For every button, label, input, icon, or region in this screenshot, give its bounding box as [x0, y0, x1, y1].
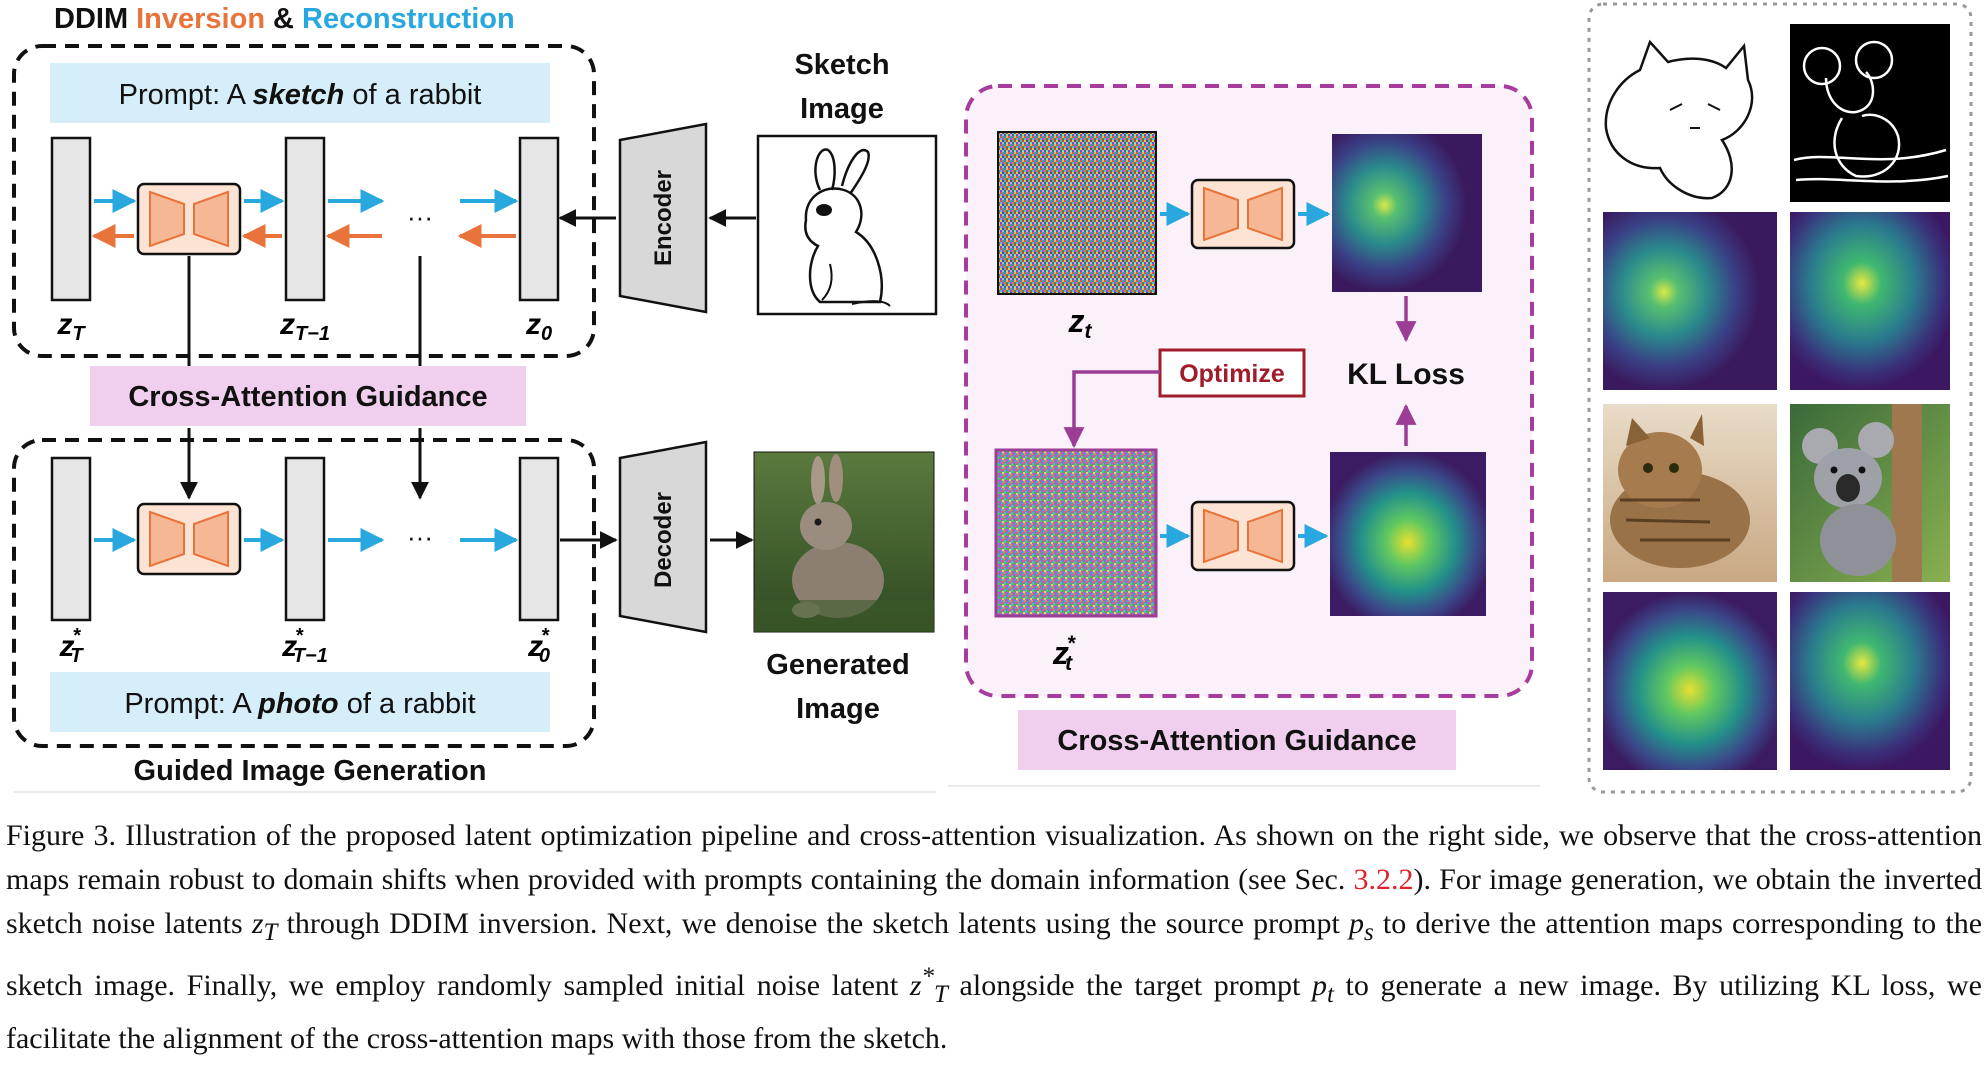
- label-z0-star: z*0: [527, 625, 550, 667]
- bottom-prompt-box: [50, 672, 550, 732]
- cat-photo-attention-map: [1603, 592, 1777, 770]
- figure-label: Figure 3.: [6, 819, 116, 852]
- unet-icon-top: [136, 182, 242, 256]
- label-zT: zT: [56, 308, 86, 345]
- koala-sketch-attention-map: [1790, 212, 1950, 390]
- top-prompt-box: [50, 63, 550, 123]
- cat-photo: [1603, 404, 1777, 582]
- cat-sketch: [1603, 24, 1777, 202]
- noise-latent-zt-star: [994, 448, 1158, 618]
- math-pt: pt: [1311, 969, 1334, 1008]
- ellipsis-bottom: ···: [407, 522, 433, 552]
- guided-image-generation-label: Guided Image Generation: [134, 755, 487, 787]
- inversion-group-frame: [12, 44, 596, 358]
- caption-text-5: alongside the target prompt: [947, 969, 1312, 1002]
- koala-sketch: [1790, 24, 1950, 202]
- label-zT-star: z*T: [58, 625, 84, 667]
- top-prompt-text: Prompt: A sketch of a rabbit: [119, 79, 482, 111]
- noise-latent-zt: [997, 131, 1157, 295]
- caption-text-6: to generate a new image. By utilizing KL…: [6, 969, 1982, 1055]
- label-zT-1: zT−1: [279, 308, 330, 345]
- caption-text-2: ). For image generation, we obtain the i…: [6, 863, 1982, 940]
- optimize-label: Optimize: [1179, 360, 1285, 388]
- caption-text-4: to derive the attention maps correspondi…: [6, 907, 1983, 1002]
- cross-attention-guidance-label: Cross-Attention Guidance: [128, 381, 487, 413]
- label-zt-star: z*t: [1052, 632, 1076, 675]
- unet-icon-panel-bottom: [1190, 500, 1296, 572]
- visualization-frame: [1587, 2, 1973, 794]
- latent-bar-z0-star: [518, 456, 560, 622]
- math-ps: ps: [1349, 907, 1374, 946]
- sketch-image-label-1: Sketch: [794, 49, 889, 81]
- latent-bar-zT: [50, 136, 92, 302]
- sketch-image-label-2: Image: [800, 93, 884, 125]
- unet-icon-panel-top: [1190, 178, 1296, 250]
- caption-text-1: Illustration of the proposed latent opti…: [6, 819, 1982, 896]
- label-zT-1-star: z*T−1: [281, 625, 328, 667]
- encoder-block: Encoder: [618, 122, 708, 314]
- svg-text:Decoder: Decoder: [650, 492, 677, 588]
- latent-bar-zT-1-star: [284, 456, 326, 622]
- label-z0: z0: [525, 308, 552, 345]
- math-zT: zT: [251, 907, 278, 946]
- section-reference-link[interactable]: 3.2.2: [1353, 863, 1414, 896]
- optimize-button: [1158, 348, 1306, 398]
- unet-icon-bottom: [136, 502, 242, 576]
- kl-loss-label: KL Loss: [1347, 358, 1465, 391]
- decoder-block: Decoder: [618, 440, 708, 634]
- latent-bar-zT-1: [284, 136, 326, 302]
- cross-attention-guidance-box: [90, 366, 526, 426]
- generated-image-label-1: Generated: [766, 649, 909, 681]
- label-zt: zt: [1068, 303, 1093, 343]
- svg-text:Encoder: Encoder: [650, 170, 677, 266]
- bottom-prompt-text: Prompt: A photo of a rabbit: [124, 688, 475, 720]
- figure-caption: Figure 3. Illustration of the proposed l…: [6, 814, 1982, 1061]
- panel-guidance-box: [1018, 710, 1456, 770]
- panel-guidance-label: Cross-Attention Guidance: [1057, 725, 1416, 757]
- koala-photo-attention-map: [1790, 592, 1950, 770]
- cat-sketch-attention-map: [1603, 212, 1777, 390]
- latent-bar-zT-star: [50, 456, 92, 622]
- generated-image-label-2: Image: [796, 693, 880, 725]
- generated-rabbit-photo: [753, 451, 935, 633]
- attention-map-generated: [1330, 452, 1486, 616]
- caption-text-3: through DDIM inversion. Next, we denoise…: [277, 907, 1350, 940]
- koala-photo: [1790, 404, 1950, 582]
- rabbit-sketch-image: [756, 134, 938, 316]
- generation-group-frame: [12, 438, 596, 748]
- latent-bar-z0: [518, 136, 560, 302]
- math-zT-star: z*T: [909, 963, 948, 1008]
- attention-map-sketch: [1332, 134, 1482, 292]
- ellipsis-top: ···: [407, 202, 433, 232]
